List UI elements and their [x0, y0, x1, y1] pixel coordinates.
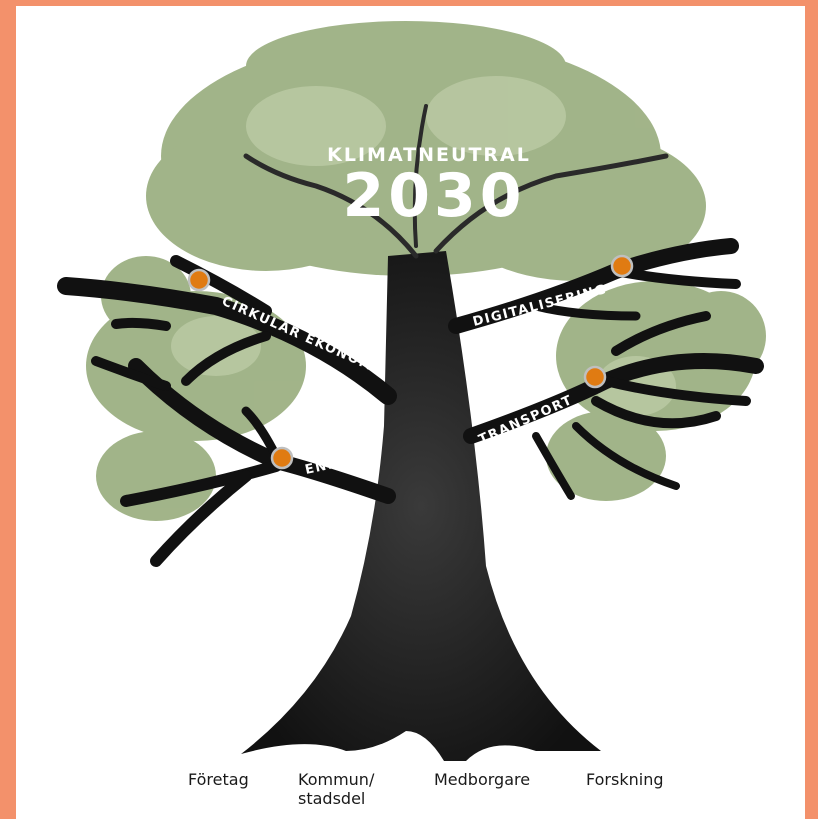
- marker-circular-economy: [189, 270, 209, 290]
- diagram-frame: KLIMATNEUTRAL 2030 CIRKULÄR EKONOMI ENER…: [16, 6, 805, 819]
- title-year: 2030: [343, 161, 526, 231]
- tree-illustration: KLIMATNEUTRAL 2030 CIRKULÄR EKONOMI ENER…: [16, 6, 805, 819]
- root-label-citizens: Medborgare: [434, 770, 530, 789]
- marker-energy: [272, 448, 292, 468]
- root-label-companies: Företag: [188, 770, 249, 789]
- marker-transport: [585, 367, 605, 387]
- root-label-research: Forskning: [586, 770, 663, 789]
- root-label-municipality: Kommun/ stadsdel: [298, 770, 374, 808]
- marker-digitalisation: [612, 256, 632, 276]
